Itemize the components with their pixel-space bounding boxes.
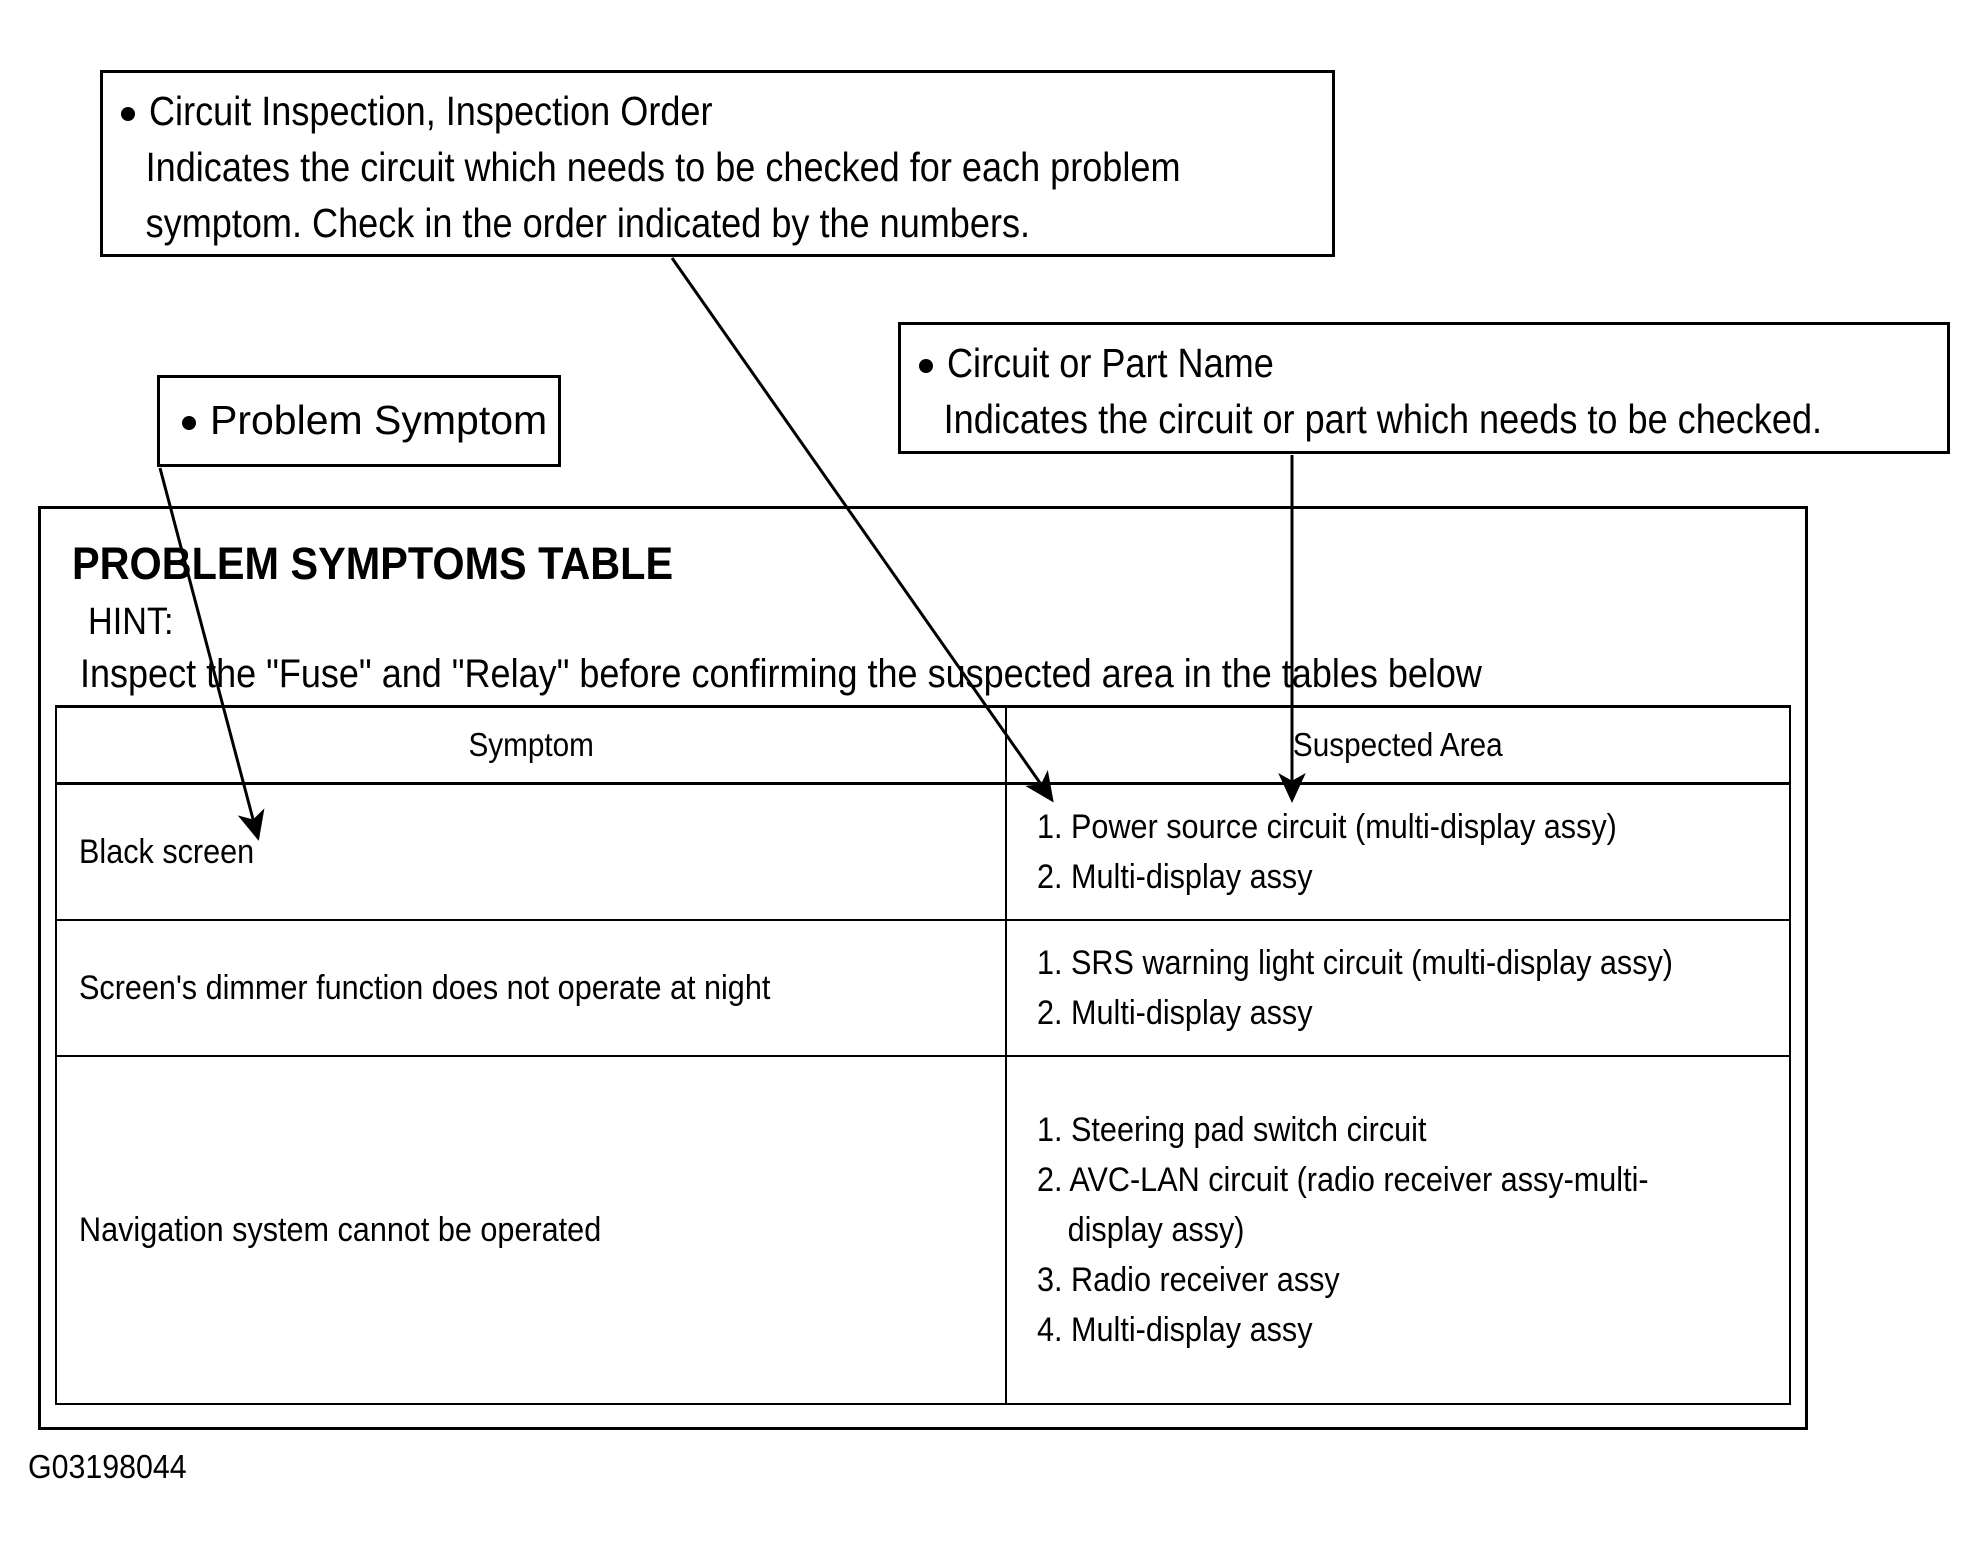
cell-symptom: Screen's dimmer function does not operat… — [54, 919, 1008, 1057]
cell-suspected-area: 1. Steering pad switch circuit 2. AVC-LA… — [1005, 1055, 1791, 1405]
column-header-symptom: Symptom — [54, 705, 1008, 785]
column-header-suspected-area: Suspected Area — [1005, 705, 1791, 785]
callout-title: Problem Symptom — [210, 397, 548, 443]
suspected-area-item: 4. Multi-display assy — [1037, 1311, 1313, 1349]
callout-description-line-1: Indicates the circuit or part which need… — [943, 396, 1823, 442]
suspected-area-item: 2. Multi-display assy — [1037, 994, 1313, 1032]
suspected-area-item: 1. SRS warning light circuit (multi-disp… — [1037, 944, 1674, 982]
cell-suspected-area: 1. SRS warning light circuit (multi-disp… — [1005, 919, 1791, 1057]
column-header-suspected-area-label: Suspected Area — [1293, 726, 1504, 763]
suspected-area-item: 2. Multi-display assy — [1037, 858, 1313, 896]
callout-body: Circuit or Part Name Indicates the circu… — [901, 325, 1947, 459]
bullet-icon — [919, 359, 933, 373]
hint-text: Inspect the "Fuse" and "Relay" before co… — [80, 652, 1482, 696]
callout-title-row: Circuit or Part Name — [919, 335, 1933, 391]
callout-body: Circuit Inspection, Inspection Order Ind… — [103, 73, 1332, 263]
suspected-area-item: 1. Steering pad switch circuit — [1037, 1111, 1427, 1149]
suspected-area-item: 3. Radio receiver assy — [1037, 1261, 1341, 1299]
suspected-area-item: 2. AVC-LAN circuit (radio receiver assy-… — [1037, 1161, 1650, 1199]
callout-title-row: Circuit Inspection, Inspection Order — [121, 83, 1318, 139]
table-header-row: Symptom Suspected Area — [54, 705, 1791, 785]
page-title: PROBLEM SYMPTOMS TABLE — [72, 538, 674, 589]
callout-title: Circuit or Part Name — [947, 340, 1274, 386]
callout-description-line-1: Indicates the circuit which needs to be … — [145, 144, 1181, 190]
table-row: Navigation system cannot be operated 1. … — [54, 1055, 1791, 1405]
cell-symptom: Black screen — [54, 782, 1008, 921]
symptom-text: Black screen — [79, 832, 255, 871]
callout-title: Circuit Inspection, Inspection Order — [149, 88, 713, 134]
bullet-icon — [121, 107, 135, 121]
table-row: Black screen 1. Power source circuit (mu… — [54, 782, 1791, 921]
callout-title-row: Problem Symptom — [182, 394, 548, 446]
cell-symptom: Navigation system cannot be operated — [54, 1055, 1008, 1405]
table-header: Symptom Suspected Area — [54, 705, 1791, 785]
callout-circuit-or-part-name: Circuit or Part Name Indicates the circu… — [898, 322, 1950, 454]
table-body: Black screen 1. Power source circuit (mu… — [54, 782, 1791, 1405]
table-row: Screen's dimmer function does not operat… — [54, 919, 1791, 1057]
callout-description-line-2: symptom. Check in the order indicated by… — [145, 200, 1031, 246]
document-code: G03198044 — [28, 1448, 187, 1485]
suspected-area-item-continuation: display assy) — [1068, 1211, 1245, 1249]
hint-label: HINT: — [88, 601, 174, 643]
problem-symptoms-table: Symptom Suspected Area Black screen 1. P… — [54, 705, 1791, 1405]
callout-circuit-inspection-order: Circuit Inspection, Inspection Order Ind… — [100, 70, 1335, 257]
bullet-icon — [182, 416, 196, 430]
column-header-symptom-label: Symptom — [468, 726, 594, 763]
callout-problem-symptom: Problem Symptom — [157, 375, 561, 467]
callout-body: Problem Symptom — [160, 378, 558, 456]
symptom-text: Screen's dimmer function does not operat… — [79, 968, 771, 1007]
cell-suspected-area: 1. Power source circuit (multi-display a… — [1005, 782, 1791, 921]
symptom-text: Navigation system cannot be operated — [79, 1210, 602, 1249]
suspected-area-item: 1. Power source circuit (multi-display a… — [1037, 808, 1618, 846]
